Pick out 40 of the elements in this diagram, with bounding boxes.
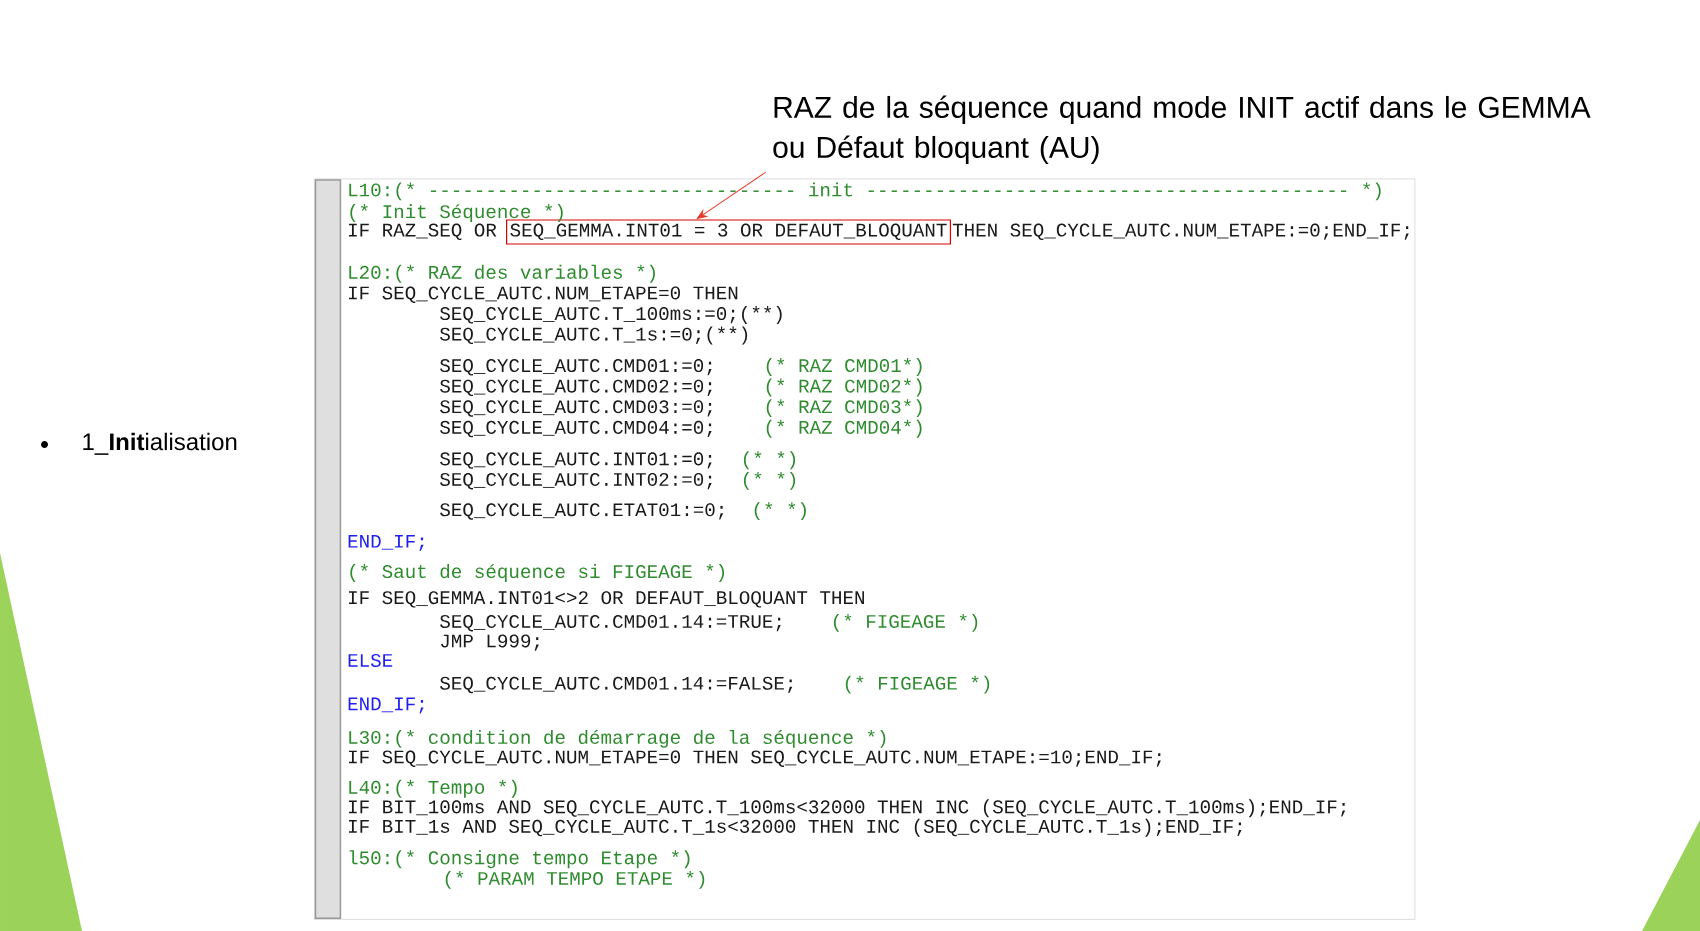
code-line: SEQ_CYCLE_AUTC.CMD04:=0; [440, 420, 712, 438]
code-comment: (* RAZ CMD01*) [766, 358, 922, 376]
code-line: SEQ_CYCLE_AUTC.CMD02:=0; [440, 379, 712, 397]
code-line: SEQ_CYCLE_AUTC.CMD03:=0; [440, 400, 712, 417]
code-comment: (* *) [754, 502, 806, 521]
code-line: IF SEQ_GEMMA.INT01<>2 OR DEFAUT_BLOQUANT THEN [349, 591, 864, 608]
code-comment: (* Saut de séquence si FIGEAGE *) [350, 564, 725, 582]
code-comment: (* *) [743, 451, 796, 470]
code-comment: L20:(* RAZ des variables *) [349, 264, 655, 283]
code-keyword: ELSE [348, 653, 393, 667]
code-line: SEQ_CYCLE_AUTC.CMD01:=0; [440, 359, 712, 376]
code-line: SEQ_CYCLE_AUTC.ETAT01:=0; [440, 503, 724, 520]
code-line: JMP L999; [440, 634, 539, 651]
code-comment: (* RAZ CMD03*) [766, 399, 922, 418]
code-line: SEQ_CYCLE_AUTC.CMD01.14:=TRUE; [440, 614, 781, 632]
code-comment: (* RAZ CMD04*) [766, 419, 922, 438]
code-line: SEQ_CYCLE_AUTC.INT02:=0; [440, 472, 712, 490]
code-comment: L30:(* condition de démarrage de la séquence *) [349, 729, 886, 748]
code-line: IF BIT_1s AND SEQ_CYCLE_AUTC.T_1s<32000 THEN INC (SEQ_CYCLE_AUTC.T_1s);END_IF; [349, 818, 1242, 837]
code-keyword: END_IF; [348, 534, 424, 551]
callout-text: RAZ de la séquence quand mode INIT actif dans le GEMMA ou Défaut bloquant (AU) [773, 95, 1591, 164]
code-line: SEQ_CYCLE_AUTC.T_100ms:=0;(**) [440, 306, 782, 324]
code-line: SEQ_CYCLE_AUTC.T_1s:=0;(**) [440, 326, 748, 345]
code-line: IF SEQ_CYCLE_AUTC.NUM_ETAPE=0 THEN [349, 286, 738, 303]
code-comment: (* *) [743, 471, 796, 490]
code-line: SEQ_CYCLE_AUTC.INT01:=0; [440, 452, 712, 469]
code-keyword: END_IF; [348, 697, 424, 714]
code-line: IF BIT_100ms AND SEQ_CYCLE_AUTC.T_100ms<32000 THEN INC (SEQ_CYCLE_AUTC.T_100ms);END_IF; [349, 799, 1346, 818]
code-comment: (* FIGEAGE *) [833, 613, 978, 632]
code-line: SEQ_CYCLE_AUTC.CMD01.14:=FALSE; [440, 676, 793, 694]
code-comment: (* FIGEAGE *) [845, 675, 990, 694]
code-comment: (* PARAM TEMPO ETAPE *) [445, 870, 705, 889]
code-comment: L10:(* -------------------------------- init ------------------------------------------ *) [349, 182, 1381, 201]
code-line: IF SEQ_CYCLE_AUTC.NUM_ETAPE=0 THEN SEQ_CYCLE_AUTC.NUM_ETAPE:=10;END_IF; [349, 750, 1161, 767]
code-comment: (* Init Séquence *) [350, 204, 563, 222]
bullet-text: 1_Initialisation [83, 432, 237, 455]
code-comment: L40:(* Tempo *) [349, 779, 517, 798]
leader-arrow [696, 171, 767, 220]
code-comment: l50:(* Consigne tempo Etape *) [349, 850, 690, 869]
code-comment: (* RAZ CMD02*) [766, 378, 922, 397]
